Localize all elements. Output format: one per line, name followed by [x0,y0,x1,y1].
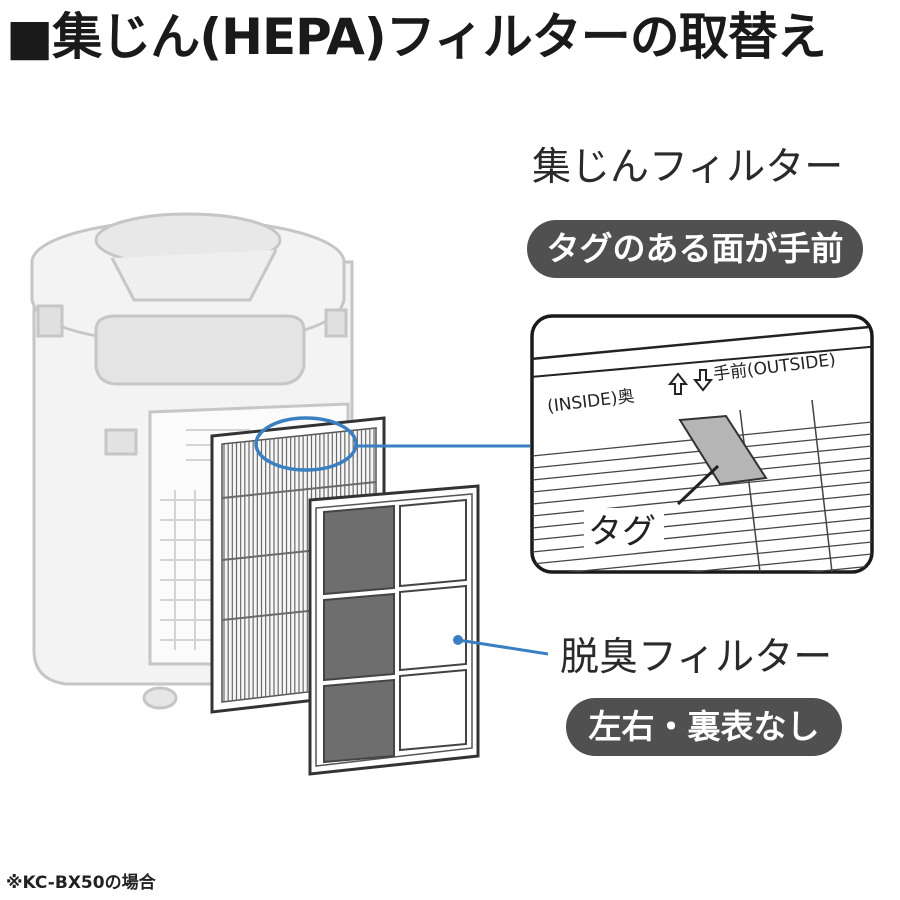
deodorizing-filter-panel [308,484,480,776]
zoom-pleat-line [532,565,872,572]
dust-filter-note-pill: タグのある面が手前 [527,220,863,278]
model-footnote: ※KC-BX50の場合 [6,873,156,893]
zoom-pleat-line [532,541,872,572]
zoom-pleat-line [532,578,872,612]
tag-highlight-circle [254,416,358,472]
zoom-pleat-line [532,469,872,505]
inside-arrow-icon [667,372,689,395]
zoom-pleat-line [532,445,872,481]
zoom-pleat-line [532,590,872,624]
page-title: ■集じん(HEPA)フィルターの取替え [6,8,827,66]
deodor-filter-note-pill: 左右・裏表なし [566,698,842,756]
zoom-pleat-line [532,553,872,572]
deodor-filter-label: 脱臭フィルター [560,635,833,680]
deodor-callout-line [457,638,549,656]
tag-label: タグ [588,512,656,552]
dust-filter-label: 集じんフィルター [532,145,844,190]
outside-arrow-icon [692,369,714,392]
zoom-pleat-line [532,529,872,565]
tag-zoom-inset: (INSIDE)奥 手前(OUTSIDE) タグ [530,314,874,636]
zoom-pleat-line [532,457,872,493]
pleat-support [221,481,377,499]
zoom-pleat-line [532,602,872,636]
